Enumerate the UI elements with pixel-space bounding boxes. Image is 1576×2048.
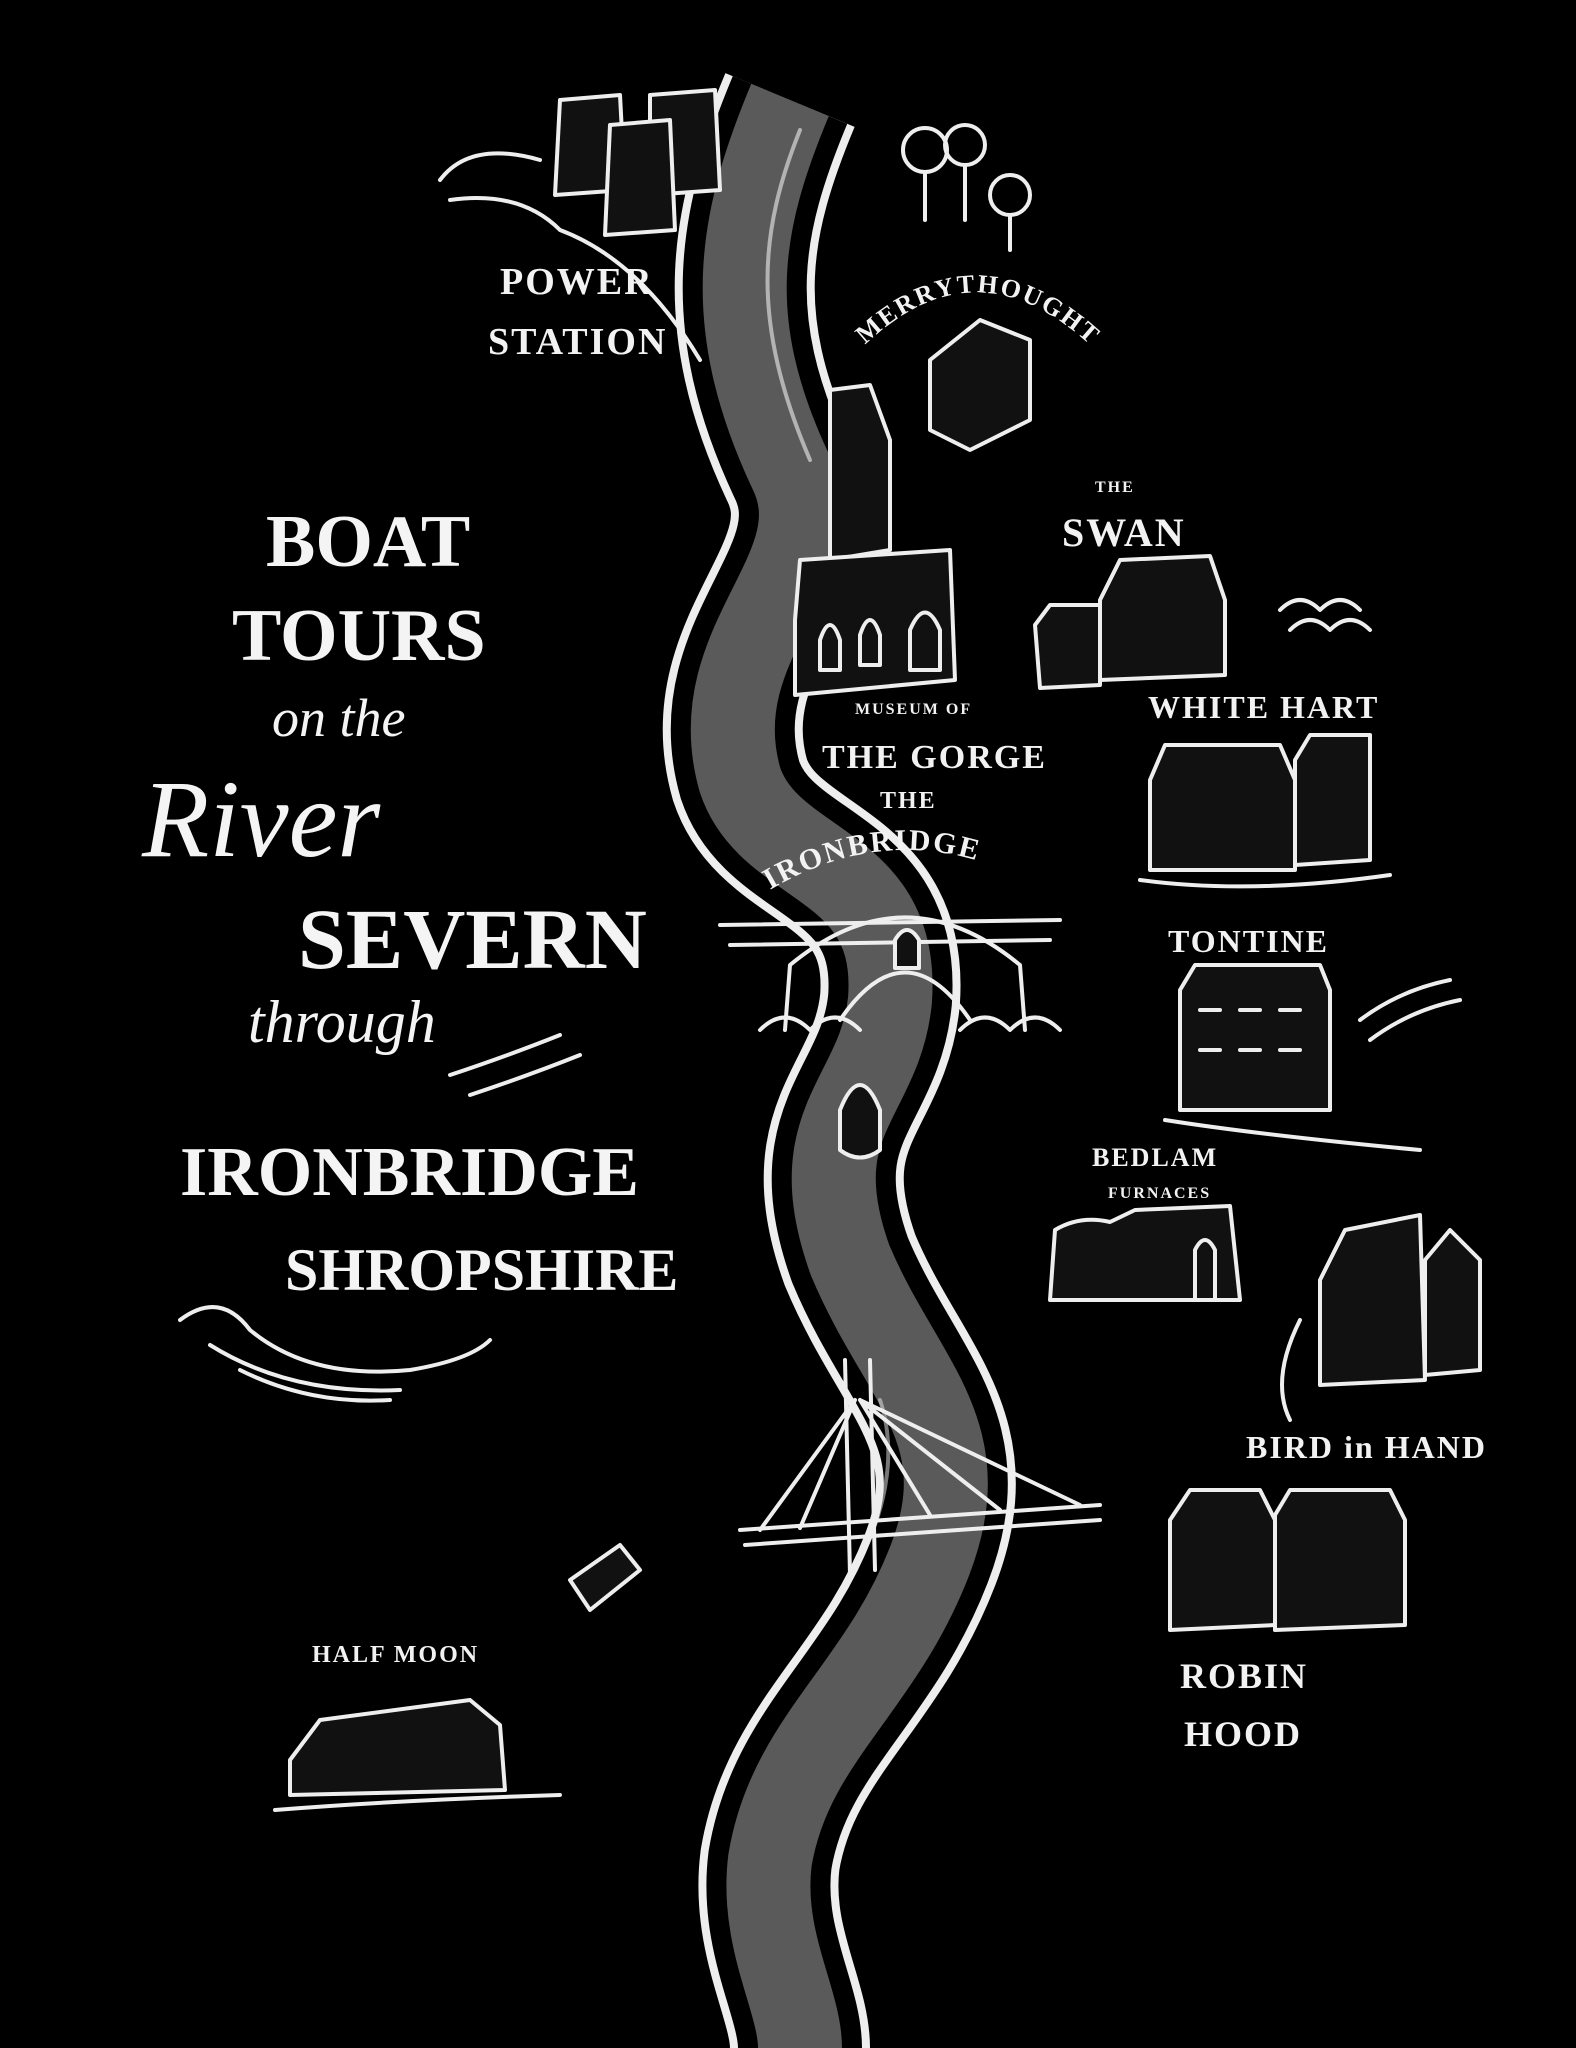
- label-the-ironbridge-the: THE: [880, 788, 937, 814]
- label-tontine: TONTINE: [1168, 923, 1329, 959]
- bedlam-furnaces-ruin: [1048, 1204, 1242, 1302]
- map-title: BOAT TOURS on the River SEVERN through I…: [141, 501, 678, 1403]
- label-the-swan: SWAN: [1062, 510, 1186, 555]
- tontine-building: [1163, 963, 1462, 1152]
- label-bedlam: BEDLAM: [1092, 1143, 1218, 1172]
- title-boat: BOAT: [266, 501, 470, 583]
- label-half-moon: HALF MOON: [312, 1642, 479, 1668]
- river-severn: [662, 73, 1016, 2048]
- label-the-gorge: THE GORGE: [822, 739, 1047, 776]
- trees-illustration: [901, 123, 1032, 252]
- title-on-the: on the: [272, 688, 405, 748]
- label-white-hart: WHITE HART: [1148, 689, 1379, 725]
- museum-illustration: [793, 383, 957, 697]
- title-river: River: [141, 758, 381, 880]
- label-the-swan-the: THE: [1095, 479, 1135, 496]
- tour-boat: [838, 1083, 882, 1160]
- label-hood: HOOD: [1184, 1714, 1302, 1754]
- white-hart-building: [1138, 733, 1392, 889]
- merrythought-building: [928, 318, 1032, 452]
- half-moon-building: [273, 1543, 642, 1812]
- title-ironbridge: IRONBRIDGE: [180, 1134, 639, 1211]
- bird-in-hand-building: [1280, 1213, 1482, 1422]
- robin-hood-building: [1168, 1488, 1407, 1632]
- title-tours: TOURS: [232, 595, 486, 677]
- power-station-illustration: [438, 88, 722, 362]
- title-severn: SEVERN: [298, 891, 647, 987]
- ironbridge-illustration: [718, 915, 1062, 1032]
- label-furnaces: FURNACES: [1108, 1185, 1211, 1202]
- label-bird-in-hand: BIRD in HAND: [1246, 1429, 1487, 1465]
- label-power-station: POWER: [500, 261, 654, 303]
- label-robin: ROBIN: [1180, 1656, 1308, 1696]
- title-through: through: [248, 989, 436, 1055]
- title-shropshire: SHROPSHIRE: [285, 1237, 678, 1303]
- label-power-station-2: STATION: [488, 321, 667, 363]
- the-swan-building: [1033, 554, 1372, 690]
- suspension-bridge: [738, 1358, 1102, 1577]
- label-museum-of: MUSEUM OF: [855, 701, 972, 718]
